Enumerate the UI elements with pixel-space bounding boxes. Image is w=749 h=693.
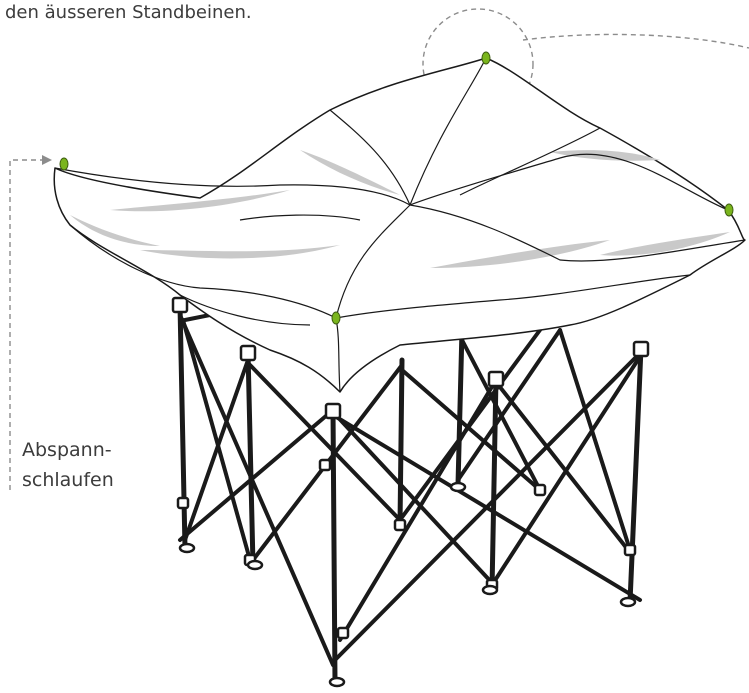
loops-label-line-2: schlaufen [22,469,114,491]
loops-label-line-1: Abspann- [22,439,112,461]
canopy [53,51,746,393]
detail-callout [422,8,749,120]
frame [171,296,650,688]
left-dashed-arrow [9,155,52,490]
caption-text: den äusseren Standbeinen. [5,2,252,23]
